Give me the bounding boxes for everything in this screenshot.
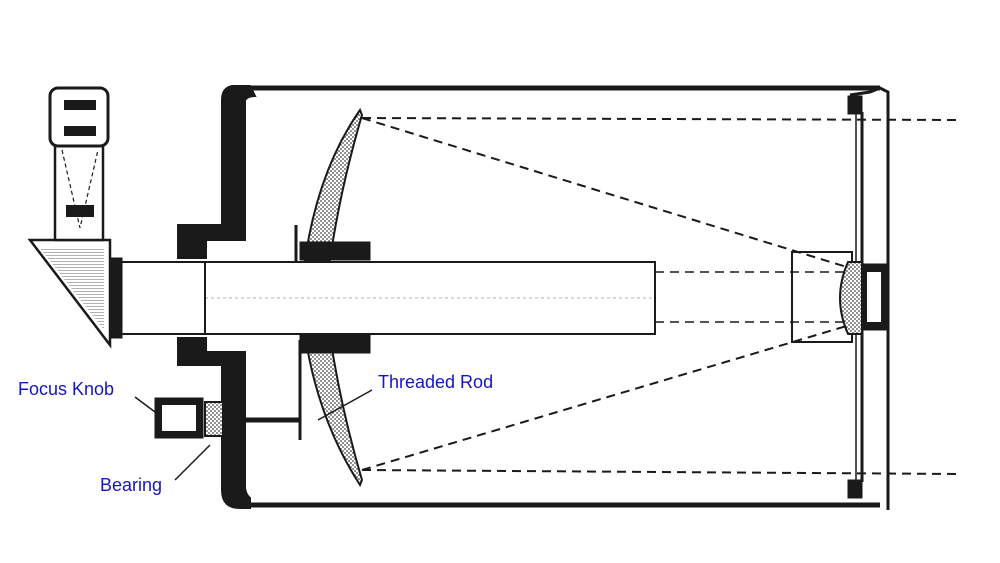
baffle-tube bbox=[204, 261, 656, 335]
primary-mirror-upper bbox=[303, 107, 364, 261]
star-diagonal bbox=[27, 86, 112, 349]
bearing-label: Bearing bbox=[100, 475, 162, 495]
light-path bbox=[361, 117, 959, 475]
front-ring-top bbox=[849, 86, 890, 510]
eyepiece-light-cone bbox=[61, 149, 99, 229]
bearing-shape bbox=[204, 401, 224, 437]
rear-cell-wall bbox=[177, 85, 257, 259]
front-ring-bottom-clamp bbox=[847, 479, 863, 499]
secondary-mirror-assembly bbox=[791, 251, 887, 343]
focus-knob-inner bbox=[162, 405, 196, 431]
focus-knob-label: Focus Knob bbox=[18, 379, 114, 399]
rear-port bbox=[107, 257, 206, 339]
secondary-mirror bbox=[839, 261, 863, 335]
primary-mirror-lower bbox=[303, 334, 364, 488]
eyepiece-lens-1 bbox=[64, 100, 96, 110]
primary-mirror bbox=[299, 107, 371, 488]
mirror-hub-upper bbox=[299, 241, 371, 261]
front-ring-top-clamp bbox=[847, 95, 863, 115]
threaded-rod-leader bbox=[317, 389, 373, 421]
eyepiece-top bbox=[48, 86, 110, 148]
secondary-holder-inner bbox=[867, 272, 881, 322]
mirror-hub-lower bbox=[299, 334, 371, 354]
eyepiece-lens-3 bbox=[66, 205, 94, 217]
focus-mechanism bbox=[154, 225, 302, 440]
eyepiece-lens-2 bbox=[64, 126, 96, 136]
diagonal-shade bbox=[40, 248, 104, 330]
focus-knob-leader bbox=[134, 396, 156, 413]
bearing-leader bbox=[174, 444, 211, 481]
threaded-rod-label: Threaded Rod bbox=[378, 372, 493, 392]
leader-lines bbox=[134, 389, 373, 481]
